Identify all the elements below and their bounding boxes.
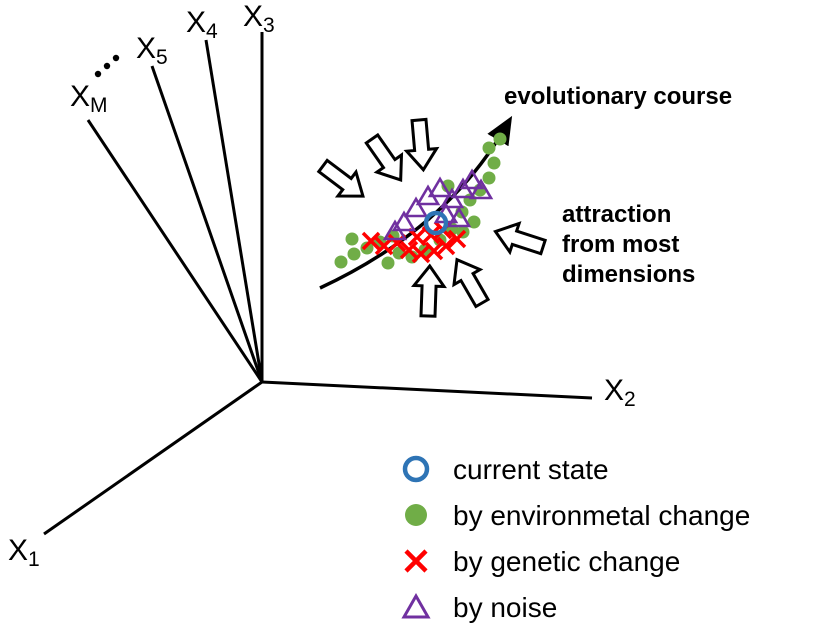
environmental-change-point [482,141,496,155]
attraction-arrow-shape [411,263,447,318]
ellipsis-dot [112,54,120,62]
legend-item-label: by noise [453,592,557,623]
triangle-mark [382,219,408,241]
genetic-change-point [424,241,444,261]
cross-mark [399,240,419,260]
legend-item: by environmetal change [405,500,750,531]
attraction-arrow-shape [452,257,491,309]
genetic-change-point [399,240,419,260]
ellipsis-dot [94,70,102,78]
environmental-change-point [463,193,477,207]
attraction-arrow-shape [364,132,404,183]
triangle-mark [468,178,494,200]
legend-item-label: current state [453,454,609,485]
triangle-mark [439,187,465,209]
legend-marker-open-triangle [401,592,431,619]
attraction-arrow [452,257,491,309]
scatter-points-group [334,132,507,270]
cross-mark [421,225,441,245]
environmental-change-point [493,132,507,146]
axis-label-x3: X3 [243,0,275,37]
ellipsis-dot [103,62,111,70]
environmental-change-point [487,156,501,170]
attraction-arrow-shape [403,117,440,173]
noise-point [427,176,453,198]
noise-point [439,187,465,209]
attraction-label-line1: attraction [562,201,671,228]
axis-line-x1 [43,380,263,536]
axis-line-x4 [204,39,264,383]
legend-item: current state [402,454,609,485]
legend-marker-filled-circle [405,504,427,526]
noise-point [468,178,494,200]
environmental-change-point [381,256,395,270]
legend: current state by environmetal change by ge… [401,454,750,623]
legend-marker-cross [404,549,428,573]
attraction-arrow [403,117,440,173]
attraction-arrow-shape [493,221,548,256]
genetic-change-point [447,229,467,249]
triangle-mark [391,210,417,232]
noise-point [391,210,417,232]
axis-label-x4: X4 [186,6,218,43]
attraction-arrow [316,158,365,198]
evolutionary-course-label: evolutionary course [504,83,732,110]
triangle-mark [403,196,429,218]
attraction-label-line2: from most [562,231,679,258]
axis-label-x1: X1 [8,534,40,571]
attraction-arrow-shape [316,158,365,198]
attraction-label: attraction from most dimensions [562,201,695,288]
attraction-arrow [411,263,447,318]
noise-point [382,219,408,241]
cross-mark [424,241,444,261]
triangle-mark [459,168,485,190]
triangle-mark [446,206,472,228]
legend-item-label: by genetic change [453,546,680,577]
genetic-change-point [387,233,407,253]
cross-mark [361,231,381,251]
legend-item: by genetic change [404,546,680,577]
genetic-change-point [436,236,456,256]
legend-item: by noise [401,592,557,623]
noise-point [403,196,429,218]
axis-line-x2 [261,380,593,400]
axis-label-xM: XM [70,80,108,117]
current-state-point [423,210,449,236]
cross-mark [447,229,467,249]
environmental-change-point [345,232,359,246]
environmental-change-point [360,241,374,255]
attraction-arrow [364,132,404,183]
legend-item-label: by environmetal change [453,500,750,531]
genetic-change-point [421,225,441,245]
genetic-change-point [361,231,381,251]
axis-label-x5: X5 [136,32,168,69]
axis-label-x2: X2 [604,374,636,411]
attraction-arrows-group [316,117,548,318]
cross-mark [436,236,456,256]
axis-ellipsis [94,54,120,78]
cross-mark [387,233,407,253]
environmental-change-point [482,171,496,185]
noise-point [446,206,472,228]
axis-line-x5 [150,65,264,383]
attraction-arrow [493,221,548,256]
noise-point [459,168,485,190]
triangle-mark [427,176,453,198]
axis-line-xM [86,119,264,383]
attraction-label-line3: dimensions [562,261,695,288]
environmental-change-point [347,247,361,261]
environmental-change-point [334,255,348,269]
environmental-change-point [467,215,481,229]
legend-marker-open-circle [402,455,430,483]
